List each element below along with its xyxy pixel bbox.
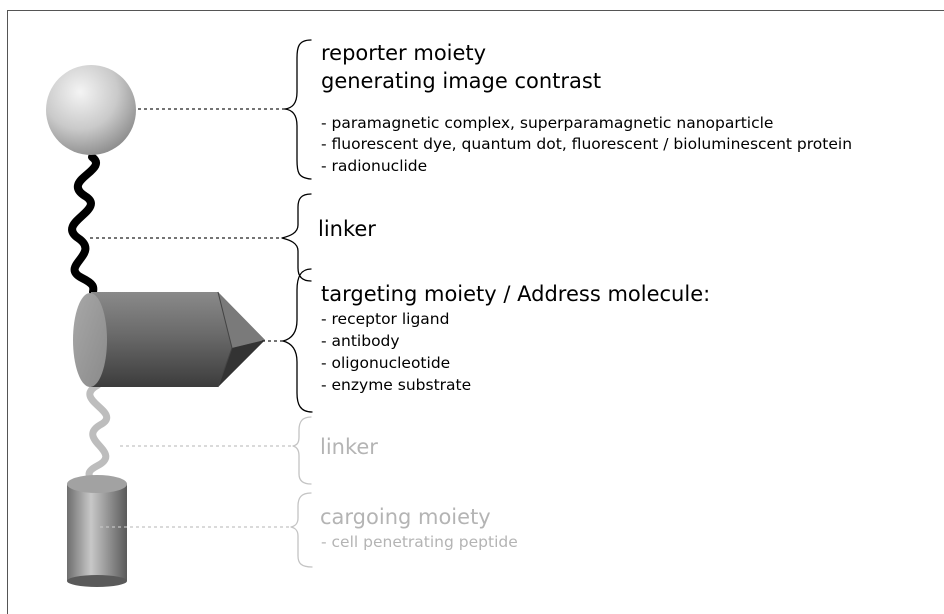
- reporter-item: - radionuclide: [321, 157, 428, 175]
- linker-top-label: linker: [318, 217, 376, 241]
- reporter-item: - fluorescent dye, quantum dot, fluoresc…: [321, 135, 853, 153]
- linker-bottom-squiggle: [85, 381, 111, 492]
- reporter-item: - paramagnetic complex, superparamagneti…: [321, 114, 774, 132]
- brace-reporter: [284, 39, 312, 180]
- reporter-sphere: [46, 65, 136, 155]
- linker-top-squiggle: [68, 153, 100, 296]
- brace-targeting: [282, 268, 313, 413]
- reporter-title-line1: reporter moiety: [321, 41, 487, 65]
- figure-border: [7, 10, 944, 614]
- targeting-item: - antibody: [321, 332, 400, 350]
- cargo-title: cargoing moiety: [320, 505, 491, 529]
- targeting-item: - receptor ligand: [321, 310, 450, 328]
- targeting-item: - enzyme substrate: [321, 376, 472, 394]
- targeting-title: targeting moiety / Address molecule:: [321, 282, 711, 306]
- brace-linker-bottom: [292, 416, 312, 485]
- brace-linker-top: [281, 193, 312, 282]
- linker-bottom-label: linker: [320, 435, 378, 459]
- cargo-cylinder: [67, 475, 127, 587]
- cargo-item: - cell penetrating peptide: [321, 533, 518, 551]
- reporter-title-line2: generating image contrast: [321, 69, 602, 93]
- brace-cargo: [290, 492, 313, 568]
- targeting-item: - oligonucleotide: [321, 354, 451, 372]
- targeting-prism: [73, 291, 265, 388]
